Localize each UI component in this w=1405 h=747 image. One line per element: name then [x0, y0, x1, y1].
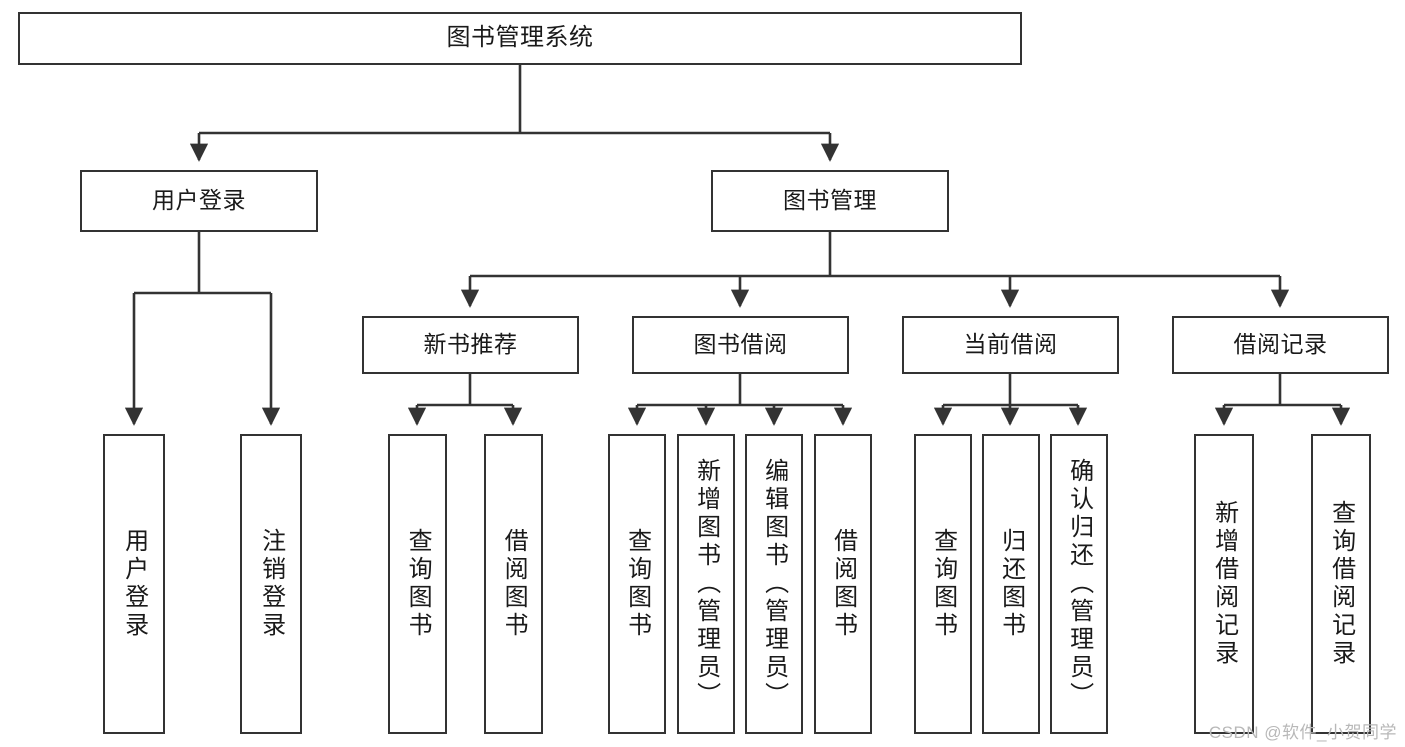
node-label: 新增图书（管理员）	[692, 458, 720, 710]
node-label: 当前借阅	[963, 331, 1058, 358]
node-user-login[interactable]: 用户登录	[80, 170, 318, 232]
node-label: 查询图书	[404, 528, 432, 640]
node-borrow-record[interactable]: 借阅记录	[1172, 316, 1389, 374]
leaf-confirm-return-admin[interactable]: 确认归还（管理员）	[1050, 434, 1108, 734]
leaf-query-borrow-record[interactable]: 查询借阅记录	[1311, 434, 1371, 734]
node-label: 注销登录	[257, 528, 285, 640]
node-current-borrow[interactable]: 当前借阅	[902, 316, 1119, 374]
node-label: 查询图书	[929, 528, 957, 640]
node-label: 借阅记录	[1233, 331, 1328, 358]
node-label: 查询图书	[623, 528, 651, 640]
node-label: 编辑图书（管理员）	[760, 458, 788, 710]
leaf-query-book-current[interactable]: 查询图书	[914, 434, 972, 734]
leaf-logout-login[interactable]: 注销登录	[240, 434, 302, 734]
leaf-query-book-recommend[interactable]: 查询图书	[388, 434, 447, 734]
leaf-user-login[interactable]: 用户登录	[103, 434, 165, 734]
node-label: 用户登录	[152, 187, 246, 214]
node-root-book-management-system[interactable]: 图书管理系统	[18, 12, 1022, 65]
node-label: 图书借阅	[693, 331, 788, 358]
leaf-borrow-book[interactable]: 借阅图书	[814, 434, 872, 734]
node-label: 借阅图书	[829, 528, 857, 640]
leaf-borrow-book-recommend[interactable]: 借阅图书	[484, 434, 543, 734]
leaf-return-book[interactable]: 归还图书	[982, 434, 1040, 734]
leaf-query-book-borrow[interactable]: 查询图书	[608, 434, 666, 734]
leaf-add-borrow-record[interactable]: 新增借阅记录	[1194, 434, 1254, 734]
watermark-text: CSDN @软件_小贺同学	[1208, 723, 1397, 742]
node-label: 用户登录	[120, 528, 148, 640]
node-book-borrow[interactable]: 图书借阅	[632, 316, 849, 374]
leaf-edit-book-admin[interactable]: 编辑图书（管理员）	[745, 434, 803, 734]
node-new-book-recommend[interactable]: 新书推荐	[362, 316, 579, 374]
node-book-management[interactable]: 图书管理	[711, 170, 949, 232]
leaf-add-book-admin[interactable]: 新增图书（管理员）	[677, 434, 735, 734]
node-label: 图书管理	[783, 187, 877, 214]
node-label: 图书管理系统	[446, 24, 594, 52]
node-label: 查询借阅记录	[1327, 500, 1355, 668]
node-label: 新书推荐	[423, 331, 518, 358]
node-label: 确认归还（管理员）	[1065, 458, 1093, 710]
node-label: 新增借阅记录	[1210, 500, 1238, 668]
node-label: 归还图书	[997, 528, 1025, 640]
node-label: 借阅图书	[500, 528, 528, 640]
